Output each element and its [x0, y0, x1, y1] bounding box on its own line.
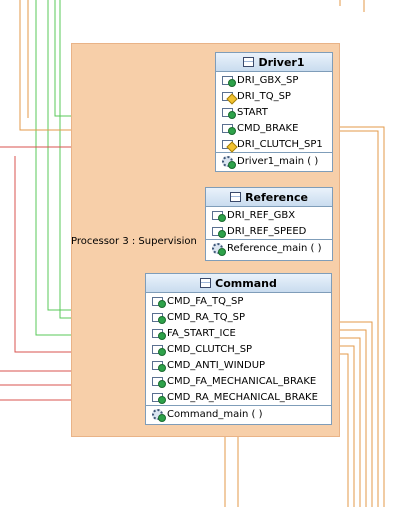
provided-port-icon: [152, 328, 166, 340]
port-cmd-fa-tq-sp[interactable]: CMD_FA_TQ_SP: [146, 293, 331, 309]
provided-port-icon: [152, 312, 166, 324]
port-dri-clutch-sp1[interactable]: DRI_CLUTCH_SP1: [216, 136, 332, 152]
wire-cmd-out-3: [332, 337, 361, 507]
command-title: Command: [215, 276, 277, 290]
processor-label: Processor 3 : Supervision: [71, 236, 197, 247]
port-label: FA_START_ICE: [167, 327, 236, 339]
port-cmd-brake[interactable]: CMD_BRAKE: [216, 120, 332, 136]
provided-port-icon: [212, 210, 226, 222]
wire-dri-clutch-out: [332, 130, 379, 507]
runnable-driver1-main[interactable]: Driver1_main ( ): [216, 152, 332, 169]
class-icon: [200, 278, 212, 288]
provided-port-icon: [222, 123, 236, 135]
port-label: CMD_FA_TQ_SP: [167, 295, 244, 307]
port-label: CMD_BRAKE: [237, 122, 299, 134]
command-block[interactable]: Command CMD_FA_TQ_SP CMD_RA_TQ_SP FA_STA…: [145, 273, 332, 425]
runnable-label: Command_main ( ): [167, 408, 263, 420]
runnable-label: Driver1_main ( ): [237, 155, 319, 167]
provided-port-icon: [152, 296, 166, 308]
port-label: CMD_RA_TQ_SP: [167, 311, 246, 323]
provided-port-icon: [152, 360, 166, 372]
runnable-reference-main[interactable]: Reference_main ( ): [206, 239, 332, 256]
port-label: DRI_GBX_SP: [237, 74, 299, 86]
port-label: START: [237, 106, 268, 118]
wire-cmd-out-1: [332, 321, 373, 507]
required-port-icon: [222, 139, 233, 149]
port-dri-tq-sp[interactable]: DRI_TQ_SP: [216, 88, 332, 104]
gear-icon: [222, 155, 236, 169]
port-cmd-ra-mechanical-brake[interactable]: CMD_RA_MECHANICAL_BRAKE: [146, 389, 331, 405]
reference-header: Reference: [206, 188, 332, 207]
port-fa-start-ice[interactable]: FA_START_ICE: [146, 325, 331, 341]
required-port-icon: [222, 91, 233, 101]
port-label: DRI_TQ_SP: [237, 90, 291, 102]
driver1-title: Driver1: [258, 55, 305, 69]
port-cmd-fa-mechanical-brake[interactable]: CMD_FA_MECHANICAL_BRAKE: [146, 373, 331, 389]
port-dri-gbx-sp[interactable]: DRI_GBX_SP: [216, 72, 332, 88]
runnable-command-main[interactable]: Command_main ( ): [146, 405, 331, 422]
wire-cmd-brake-out: [332, 126, 385, 507]
port-label: DRI_REF_SPEED: [227, 225, 307, 237]
port-label: CMD_ANTI_WINDUP: [167, 359, 266, 371]
port-label: CMD_CLUTCH_SP: [167, 343, 253, 355]
port-dri-ref-speed[interactable]: DRI_REF_SPEED: [206, 223, 332, 239]
provided-port-icon: [152, 376, 166, 388]
port-label: CMD_RA_MECHANICAL_BRAKE: [167, 391, 318, 403]
port-cmd-clutch-sp[interactable]: CMD_CLUTCH_SP: [146, 341, 331, 357]
gear-icon: [212, 242, 226, 256]
runnable-label: Reference_main ( ): [227, 242, 322, 254]
gear-icon: [152, 408, 166, 422]
reference-title: Reference: [245, 190, 308, 204]
provided-port-icon: [152, 344, 166, 356]
provided-port-icon: [222, 75, 236, 87]
driver1-header: Driver1: [216, 53, 332, 72]
port-label: CMD_FA_MECHANICAL_BRAKE: [167, 375, 317, 387]
command-header: Command: [146, 274, 331, 293]
class-icon: [243, 57, 255, 67]
port-cmd-anti-windup[interactable]: CMD_ANTI_WINDUP: [146, 357, 331, 373]
port-label: DRI_REF_GBX: [227, 209, 296, 221]
class-icon: [230, 192, 242, 202]
port-start[interactable]: START: [216, 104, 332, 120]
provided-port-icon: [222, 107, 236, 119]
wire-cmd-out-2: [332, 329, 367, 507]
provided-port-icon: [212, 226, 226, 238]
port-label: DRI_CLUTCH_SP1: [237, 138, 323, 150]
port-cmd-ra-tq-sp[interactable]: CMD_RA_TQ_SP: [146, 309, 331, 325]
reference-block[interactable]: Reference DRI_REF_GBX DRI_REF_SPEED Refe…: [205, 187, 333, 261]
port-dri-ref-gbx[interactable]: DRI_REF_GBX: [206, 207, 332, 223]
provided-port-icon: [152, 392, 166, 404]
driver1-block[interactable]: Driver1 DRI_GBX_SP DRI_TQ_SP START CMD_B…: [215, 52, 333, 172]
